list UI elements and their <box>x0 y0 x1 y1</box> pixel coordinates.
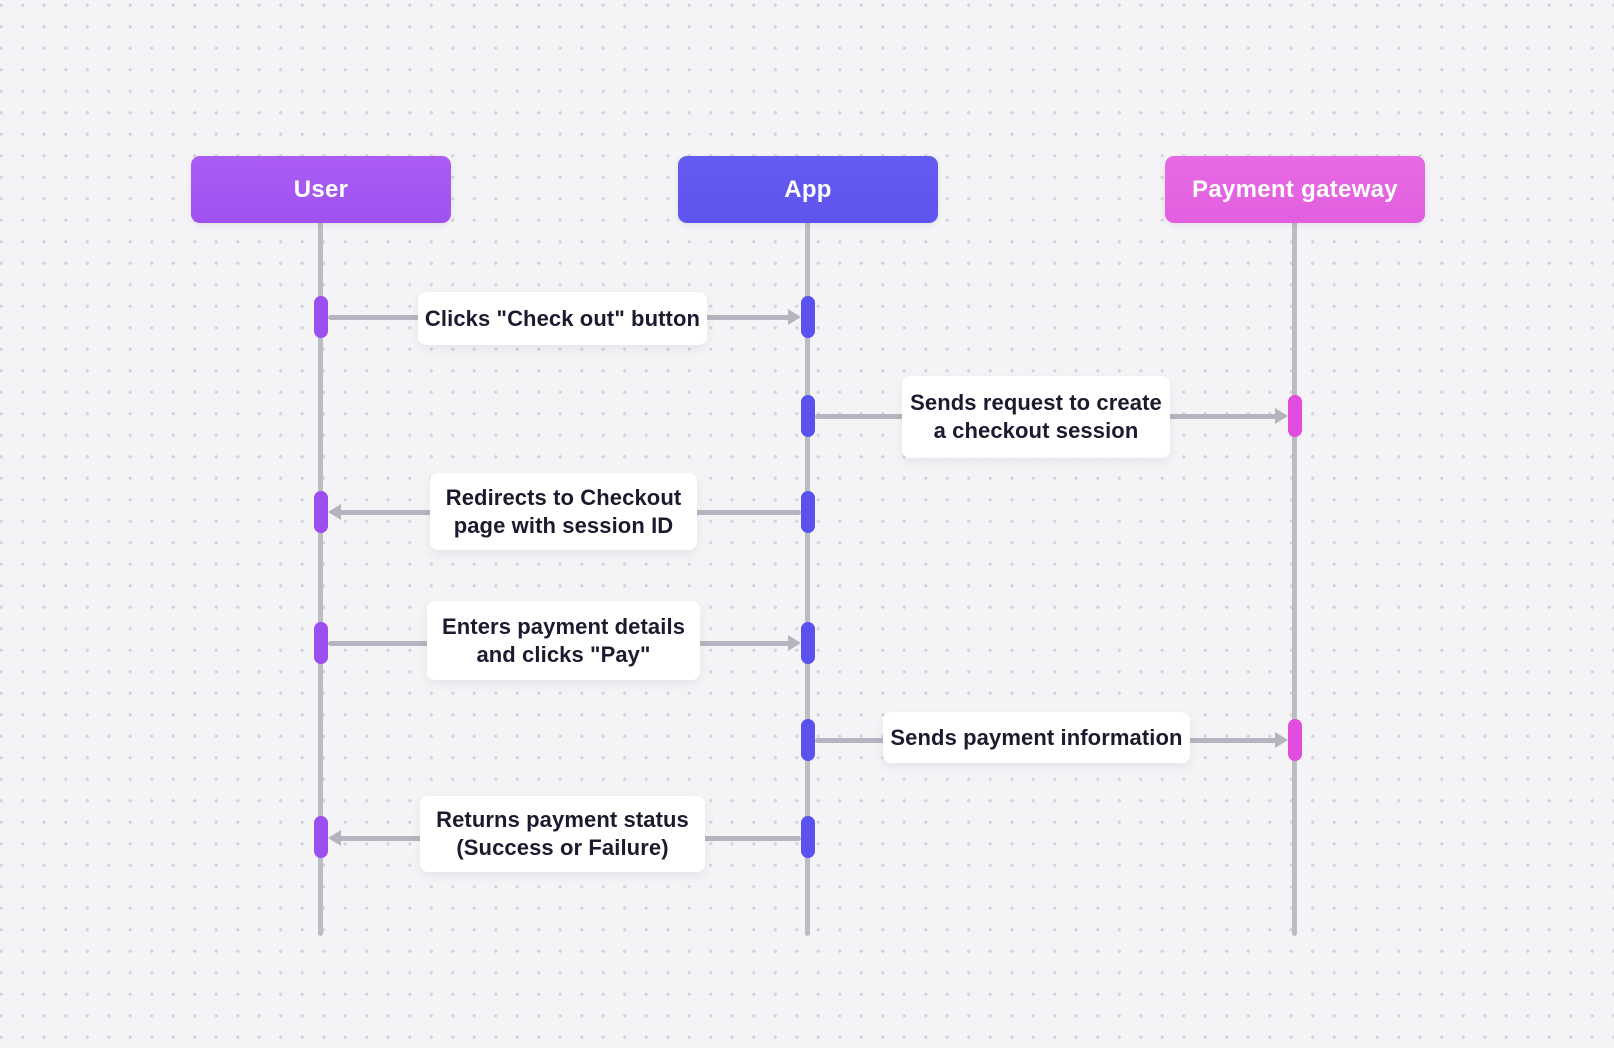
arrowhead-right-icon <box>1275 732 1288 748</box>
message-label-returns-payment-status: Returns payment status (Success or Failu… <box>420 796 705 872</box>
message-label-sends-payment-information: Sends payment information <box>883 712 1190 763</box>
activation-bar-payment-gateway-2 <box>1288 719 1302 761</box>
message-label-clicks-checkout: Clicks "Check out" button <box>418 292 707 345</box>
arrowhead-left-icon <box>328 504 341 520</box>
activation-bar-app-4 <box>801 622 815 664</box>
arrowhead-right-icon <box>788 309 801 325</box>
activation-bar-user-2 <box>314 491 328 533</box>
arrowhead-left-icon <box>328 830 341 846</box>
message-text: Sends request to create a checkout sessi… <box>910 390 1162 443</box>
message-text: Redirects to Checkout page with session … <box>445 484 682 538</box>
activation-bar-app-2 <box>801 395 815 437</box>
activation-bar-user-4 <box>314 816 328 858</box>
lifeline-payment-gateway <box>1292 220 1297 936</box>
activation-bar-app-6 <box>801 816 815 858</box>
actor-box-app: App <box>678 156 938 223</box>
arrowhead-right-icon <box>1275 408 1288 424</box>
message-text: Returns payment status (Success or Failu… <box>436 807 689 860</box>
actor-label-user: User <box>293 175 349 203</box>
actor-label-app: App <box>784 175 832 203</box>
lifeline-app <box>805 220 810 936</box>
activation-bar-app-5 <box>801 719 815 761</box>
message-text: Enters payment details and clicks "Pay" <box>441 613 686 667</box>
actor-label-payment-gateway: Payment gateway <box>1192 175 1398 203</box>
lifeline-user <box>318 220 323 936</box>
message-text: Clicks "Check out" button <box>424 305 701 331</box>
message-text: Sends payment information <box>890 724 1183 750</box>
activation-bar-payment-gateway-1 <box>1288 395 1302 437</box>
activation-bar-user-3 <box>314 622 328 664</box>
actor-box-payment-gateway: Payment gateway <box>1165 156 1425 223</box>
message-label-enters-payment-details: Enters payment details and clicks "Pay" <box>427 601 700 680</box>
activation-bar-user-1 <box>314 296 328 338</box>
message-label-redirects-to-checkout: Redirects to Checkout page with session … <box>430 473 697 550</box>
activation-bar-app-1 <box>801 296 815 338</box>
activation-bar-app-3 <box>801 491 815 533</box>
message-label-sends-request-create-session: Sends request to create a checkout sessi… <box>902 376 1170 458</box>
actor-box-user: User <box>191 156 451 223</box>
arrowhead-right-icon <box>788 635 801 651</box>
